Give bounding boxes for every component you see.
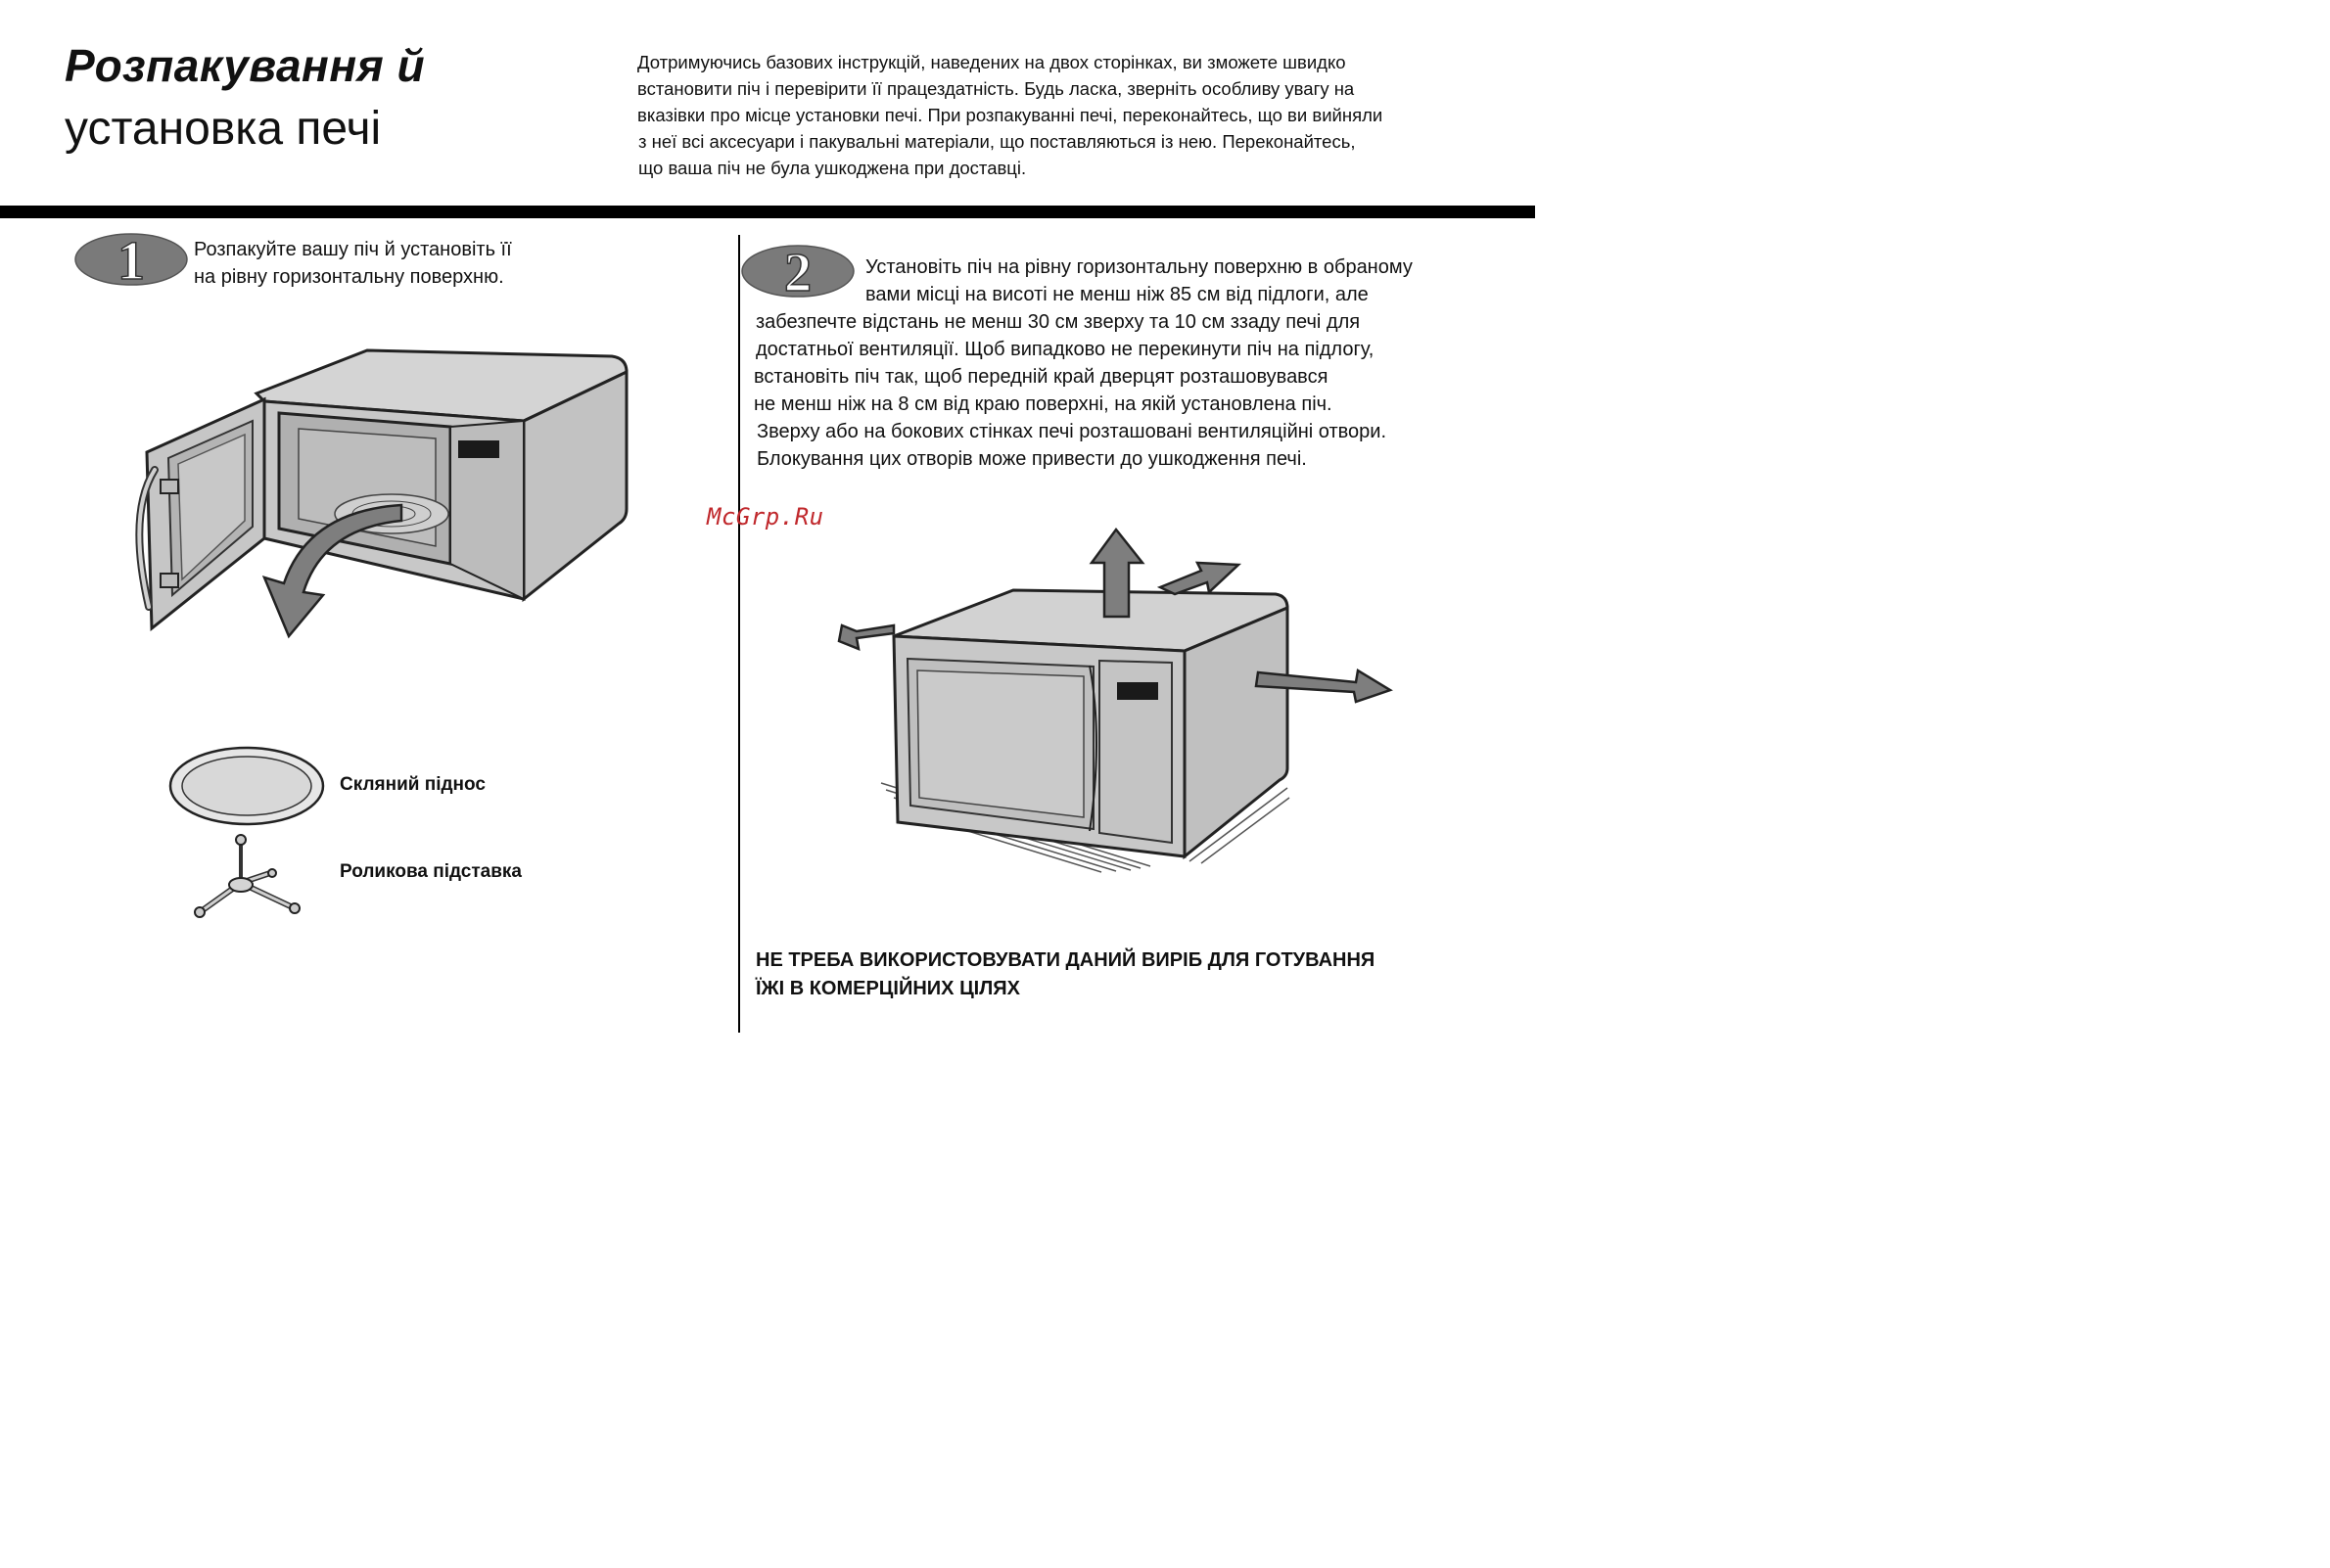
intro-line: Дотримуючись базових інструкцій, наведен…: [637, 52, 1346, 72]
step2-line: не менш ніж на 8 см від краю поверхні, н…: [754, 393, 1332, 415]
step2-number: 2: [784, 243, 812, 303]
step1-line: Розпакуйте вашу піч й установіть її: [194, 239, 512, 260]
step2-line: встановіть піч так, щоб передній край дв…: [754, 366, 1328, 388]
glass-tray-label: Скляний піднос: [340, 774, 486, 795]
step2-line: забезпечте відстань не менш 30 см зверху…: [756, 311, 1361, 333]
intro-paragraph: Дотримуючись базових інструкцій, наведен…: [637, 49, 1509, 181]
intro-line: що ваша піч не була ушкоджена при достав…: [638, 158, 1027, 178]
warning-line: ЇЖІ В КОМЕРЦІЙНИХ ЦІЛЯХ: [756, 978, 1020, 999]
ventilation-microwave-illustration: [837, 527, 1393, 873]
step2-text: Установіть піч на рівну горизонтальну по…: [754, 254, 1413, 473]
intro-line: з неї всі аксесуари і пакувальні матеріа…: [638, 131, 1356, 152]
step2-line: вами місці на висоті не менш ніж 85 см в…: [865, 284, 1369, 305]
header-divider: [0, 206, 1535, 218]
open-microwave-illustration: [135, 348, 629, 639]
roller-stand-icon: [194, 834, 301, 918]
step1-line: на рівну горизонтальну поверхню.: [194, 266, 504, 288]
page-title-line2: установка печі: [65, 103, 382, 155]
step2-badge: 2: [741, 242, 855, 304]
step2-line: Зверху або на бокових стінках печі розта…: [757, 421, 1387, 442]
intro-line: вказівки про місце установки печі. При р…: [637, 105, 1383, 125]
intro-line: встановити піч і перевірити її працездат…: [637, 78, 1355, 99]
step1-number: 1: [117, 231, 145, 292]
step1-text: Розпакуйте вашу піч й установіть її на р…: [194, 236, 512, 291]
page-title-line1: Розпакування й: [65, 40, 426, 91]
step1-badge: 1: [74, 230, 188, 293]
watermark: McGrp.Ru: [707, 503, 824, 530]
warning-line: НЕ ТРЕБА ВИКОРИСТОВУВАТИ ДАНИЙ ВИРІБ ДЛЯ…: [756, 949, 1375, 971]
commercial-use-warning: НЕ ТРЕБА ВИКОРИСТОВУВАТИ ДАНИЙ ВИРІБ ДЛЯ…: [756, 946, 1375, 1003]
column-divider: [738, 235, 740, 1033]
glass-tray-icon: [168, 746, 325, 826]
roller-stand-label: Роликова підставка: [340, 861, 522, 882]
step2-line: Установіть піч на рівну горизонтальну по…: [865, 256, 1413, 278]
step2-line: Блокування цих отворів може привести до …: [757, 448, 1307, 470]
step2-line: достатньої вентиляції. Щоб випадково не …: [756, 339, 1375, 360]
